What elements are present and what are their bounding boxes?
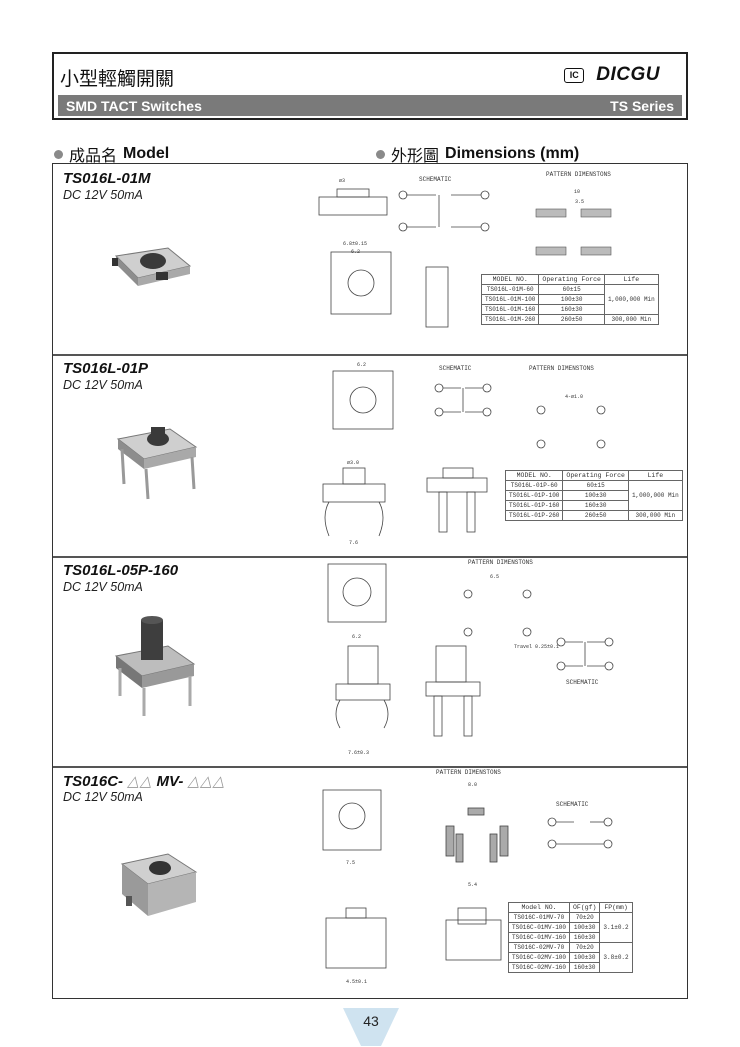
model-rating: DC 12V 50mA <box>63 378 143 392</box>
bullet-icon <box>54 149 63 159</box>
table-header: Model NO. <box>507 902 571 913</box>
schematic-label: SCHEMATIC <box>439 365 472 372</box>
page-badge-shape <box>343 1008 399 1046</box>
table-header: Life <box>627 470 683 481</box>
dim-label: 10 <box>574 189 580 195</box>
model-prefix: TS016C- <box>63 773 124 790</box>
table-header: OF(gf) <box>569 902 601 913</box>
model-label: Model <box>123 145 170 162</box>
pattern-label: PATTERN DIMENSTONS <box>436 769 501 776</box>
dim-label: 5.4 <box>468 882 477 888</box>
dim-label: 6.2 <box>357 362 366 368</box>
model-name: TS016L-05P-160 <box>63 562 179 579</box>
table-header: Operating Force <box>562 470 629 481</box>
placeholder-triangles: △△ <box>127 773 153 790</box>
dimensions-section-label: 外形圖 Dimensions (mm) <box>376 142 579 166</box>
dimension-drawing: PATTERN DIMENSTONS SCHEMATIC 7.5 8.0 5.4… <box>322 769 613 985</box>
header-bar: SMD TACT Switches TS Series <box>58 95 682 116</box>
page-number: 43 <box>363 1013 379 1029</box>
dimensions-label: Dimensions (mm) <box>445 145 580 162</box>
product-row: TS016L-05P-160 DC 12V 50mA <box>53 556 687 768</box>
dim-label: 4.5±0.1 <box>346 979 367 985</box>
model-name: TS016C- △△ MV- △△△ <box>63 772 225 790</box>
model-label-cjk: 成品名 <box>69 146 118 165</box>
table-header: FP(mm) <box>599 902 633 913</box>
bullet-icon <box>376 149 385 159</box>
table-header: MODEL NO. <box>504 470 564 481</box>
dim-label: 6.2 <box>352 634 361 640</box>
product-photo <box>112 247 192 286</box>
dimensions-label-cjk: 外形圖 <box>391 146 440 165</box>
table-header: MODEL NO. <box>480 274 540 285</box>
dimension-drawing: SCHEMATIC PATTERN DIMENSTONS 6.2 ø3.0 7.… <box>322 362 606 546</box>
product-photo <box>120 853 198 916</box>
dim-label: 8.0 <box>468 782 477 788</box>
dim-label: 6.5 <box>490 574 499 580</box>
placeholder-triangles: △△△ <box>187 773 226 790</box>
table-header: Life <box>603 274 659 285</box>
dim-label: 7.6±0.3 <box>348 750 369 756</box>
schematic-label: SCHEMATIC <box>419 176 452 183</box>
schematic-label: SCHEMATIC <box>566 679 599 686</box>
product-photo <box>114 616 196 716</box>
brand-name: DICGU <box>596 64 660 85</box>
model-rating: DC 12V 50mA <box>63 790 143 804</box>
brand-logo-icon: IC <box>564 67 585 83</box>
model-name: TS016L-01M <box>63 170 151 187</box>
model-rating: DC 12V 50mA <box>63 188 143 202</box>
page-header: 小型輕觸開關 IC DICGU SMD TACT Switches TS Ser… <box>52 52 688 120</box>
pattern-label: PATTERN DIMENSTONS <box>546 171 611 178</box>
product-row: TS016L-01P DC 12V 50mA <box>53 354 687 558</box>
dim-label: Travel 0.25±0.1 <box>514 644 559 650</box>
dimension-drawing: PATTERN DIMENSTONS SCHEMATIC Travel 0.25… <box>327 559 614 756</box>
header-subtitle: SMD TACT Switches <box>66 97 202 114</box>
dim-label: ø3 <box>339 178 345 184</box>
model-mid: MV- <box>156 773 184 790</box>
dim-label: 7.5 <box>346 860 355 866</box>
table-header: Operating Force <box>538 274 605 285</box>
model-rating: DC 12V 50mA <box>63 580 143 594</box>
dim-label: 4-ø1.0 <box>565 394 583 400</box>
dim-label: 3.5 <box>575 199 584 205</box>
pattern-label: PATTERN DIMENSTONS <box>468 559 533 566</box>
header-series: TS Series <box>610 97 674 114</box>
dim-label: 7.6 <box>349 540 358 546</box>
dim-label: ø3.0 <box>347 460 359 466</box>
schematic-label: SCHEMATIC <box>556 801 589 808</box>
product-row: TS016L-01M DC 12V 50mA SCHEMATIC PATTERN <box>53 164 687 356</box>
pattern-label: PATTERN DIMENSTONS <box>529 365 594 372</box>
dim-label: 6.8±0.15 <box>343 241 367 247</box>
brand: IC DICGU <box>564 64 660 86</box>
product-table: TS016L-01M DC 12V 50mA SCHEMATIC PATTERN <box>52 163 688 999</box>
product-photo <box>116 427 198 500</box>
product-row: TS016C- △△ MV- △△△ DC 12V 50mA <box>53 766 687 998</box>
header-title-cjk: 小型輕觸開關 <box>60 68 175 90</box>
model-section-label: 成品名 Model <box>54 142 169 166</box>
page-number-badge: 43 <box>343 1008 399 1046</box>
dimension-drawing: SCHEMATIC PATTERN DIMENSTONS ø3 6.8±0.15… <box>318 171 612 328</box>
dim-label: 6.2 <box>351 249 360 255</box>
model-name: TS016L-01P <box>63 360 149 377</box>
